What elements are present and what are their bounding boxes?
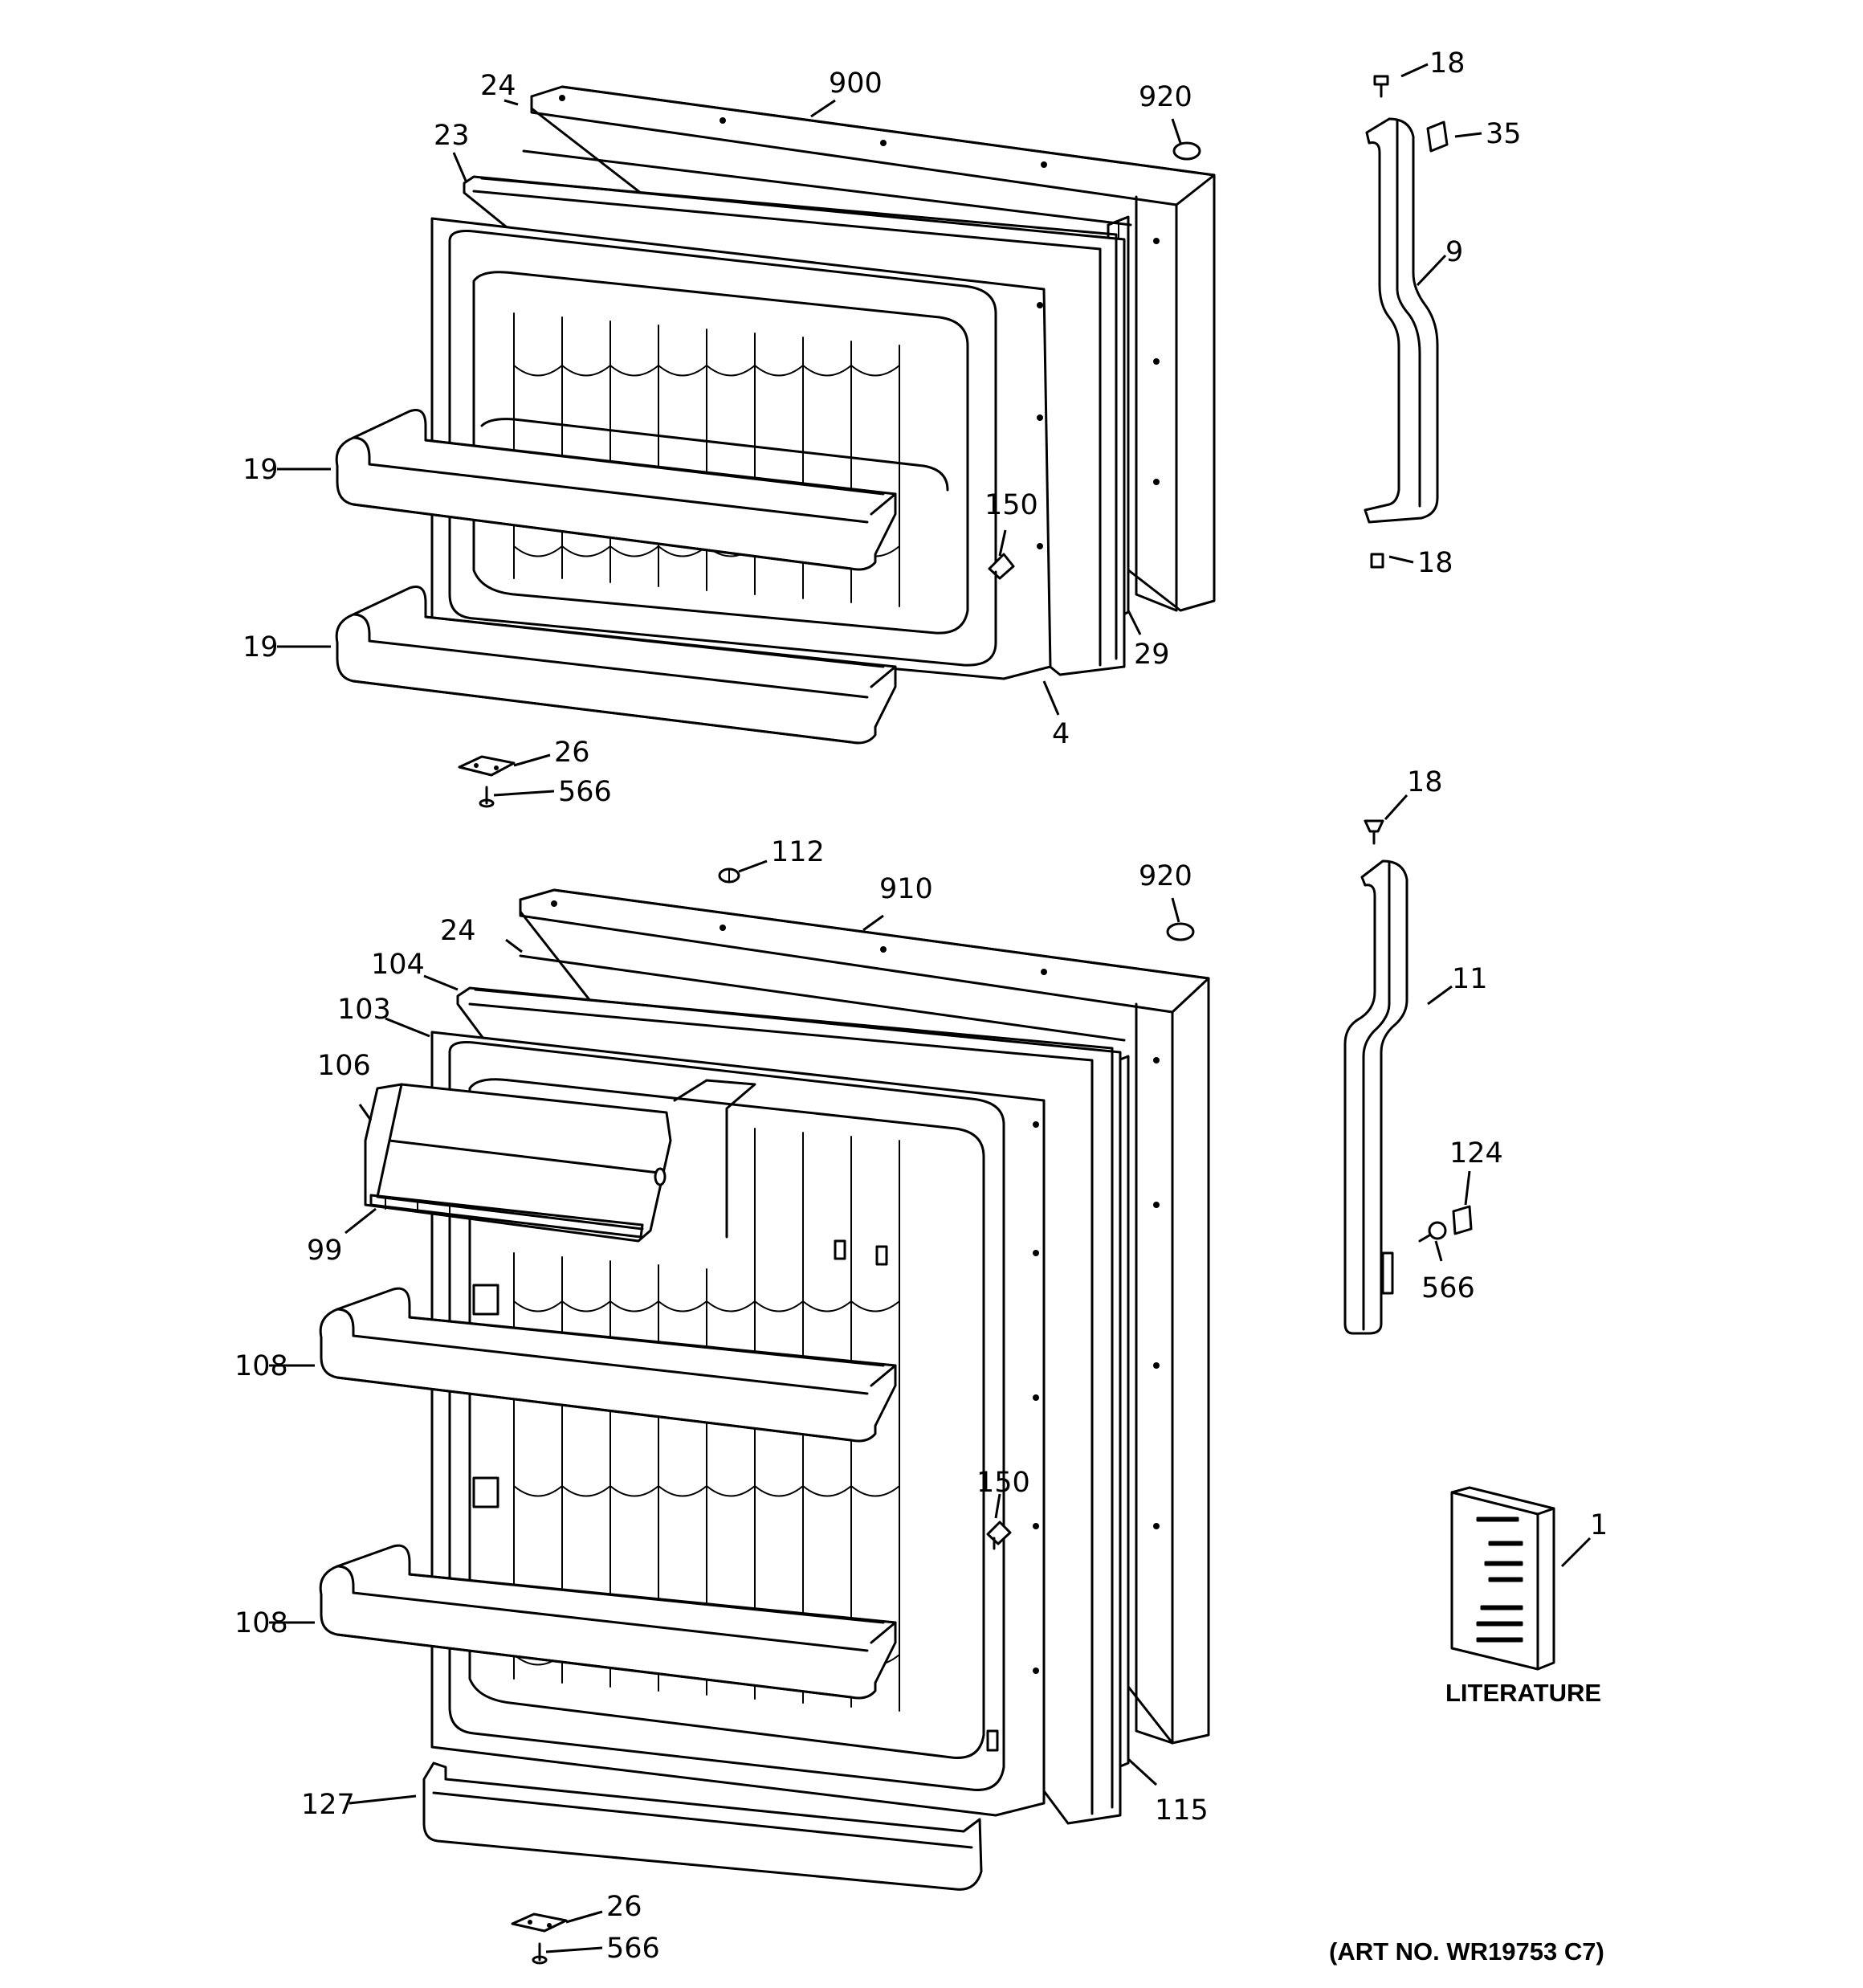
callout-19: 19 [243, 631, 279, 663]
callout-18: 18 [1407, 766, 1443, 798]
fresh-food-door-stop-150 [986, 1521, 1012, 1550]
callout-19: 19 [243, 454, 279, 486]
callout-1: 1 [1590, 1509, 1608, 1541]
callout-115: 115 [1155, 1794, 1209, 1827]
freezer-handle-9 [1364, 117, 1439, 524]
freezer-upper-door-shelf-19 [335, 409, 897, 571]
callout-103: 103 [337, 994, 391, 1026]
fresh-food-hinge-screw-566 [532, 1942, 548, 1965]
handle-clip-124 [1452, 1205, 1473, 1235]
callout-150: 150 [976, 1467, 1030, 1499]
fresh-food-upper-door-shelf-108 [319, 1287, 897, 1443]
callout-900: 900 [829, 67, 883, 100]
freezer-hinge-screw-566 [479, 786, 495, 808]
callout-108: 108 [234, 1350, 288, 1382]
callout-4: 4 [1052, 718, 1070, 750]
callout-104: 104 [371, 949, 425, 981]
handle-screw-18-bottom [1370, 553, 1384, 569]
callout-127: 127 [301, 1789, 355, 1821]
literature-booklet-1 [1450, 1486, 1555, 1671]
screw-112 [718, 867, 740, 884]
callout-26: 26 [606, 1891, 642, 1923]
callout-910: 910 [879, 873, 933, 905]
callout-920: 920 [1139, 81, 1192, 113]
callout-labels: 18 35 9 18 24 900 920 23 19 19 150 29 4 … [234, 47, 1608, 1965]
callout-566: 566 [1421, 1272, 1475, 1304]
fresh-food-handle-11 [1343, 859, 1408, 1335]
callout-9: 9 [1445, 236, 1463, 268]
callout-566: 566 [606, 1933, 660, 1965]
callout-11: 11 [1452, 963, 1488, 995]
callout-23: 23 [434, 120, 470, 152]
handle-screw-18-lower [1364, 819, 1384, 845]
callout-124: 124 [1449, 1137, 1503, 1170]
freezer-lower-door-shelf-19 [335, 586, 897, 745]
freezer-hinge-26 [458, 755, 516, 777]
leader-lines [269, 63, 1592, 1953]
fresh-food-plug-button-920 [1166, 922, 1195, 941]
callout-24: 24 [440, 915, 476, 947]
dairy-compartment-hinge-99 [369, 1194, 644, 1239]
handle-cap-35 [1426, 120, 1449, 153]
freezer-door-stop-150 [988, 553, 1015, 584]
callout-24: 24 [480, 70, 516, 102]
callout-150: 150 [984, 489, 1038, 521]
callout-99: 99 [307, 1235, 343, 1267]
bottom-trim-127 [422, 1761, 983, 1891]
handle-screw-566-lower [1418, 1221, 1447, 1243]
fresh-food-lower-door-shelf-108 [319, 1544, 897, 1700]
callout-26: 26 [554, 737, 590, 769]
callout-35: 35 [1486, 118, 1522, 150]
callout-112: 112 [771, 836, 825, 868]
callout-29: 29 [1134, 639, 1170, 671]
callout-18: 18 [1429, 47, 1466, 80]
dairy-compartment-door-106 [364, 1083, 672, 1243]
art-number: (ART NO. WR19753 C7) [1329, 1937, 1604, 1966]
handle-screw-18-top [1373, 75, 1389, 98]
callout-18: 18 [1417, 547, 1453, 579]
freezer-door-inner-liner-4 [430, 217, 1052, 680]
literature-label: LITERATURE [1445, 1679, 1601, 1707]
callout-108: 108 [234, 1607, 288, 1639]
freezer-plug-button-920 [1172, 141, 1201, 161]
fresh-food-hinge-26 [511, 1912, 568, 1933]
callout-566: 566 [558, 776, 612, 808]
callout-106: 106 [317, 1050, 371, 1082]
callout-920: 920 [1139, 860, 1192, 892]
